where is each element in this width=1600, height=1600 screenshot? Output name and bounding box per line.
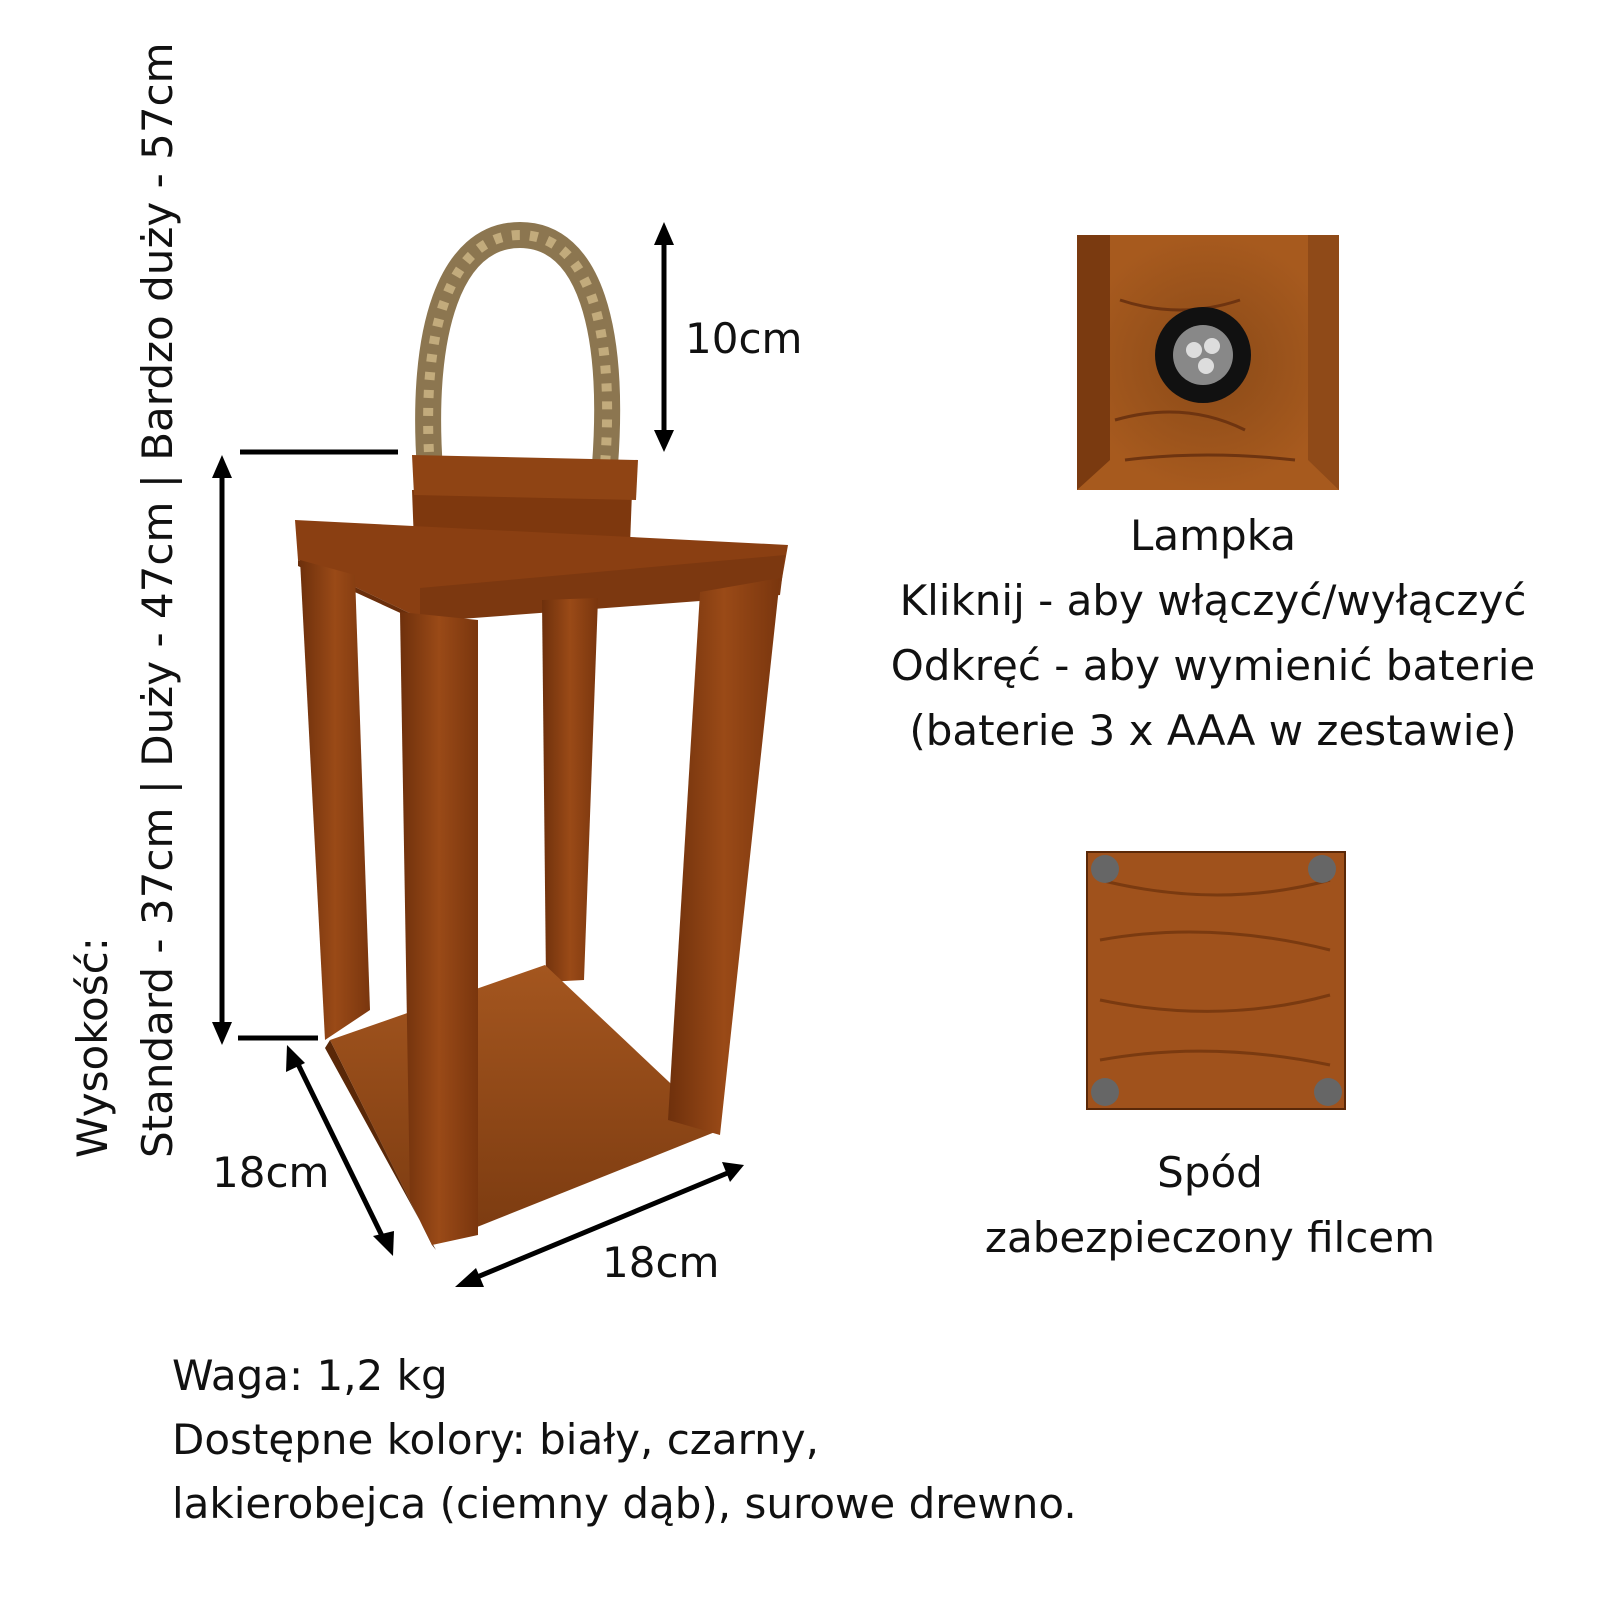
specs: Waga: 1,2 kg Dostępne kolory: biały, cza… xyxy=(172,1355,1077,1547)
height-label: Wysokość: xyxy=(68,937,117,1158)
colors-text-1: Dostępne kolory: biały, czarny, xyxy=(172,1415,819,1464)
lamp-photo xyxy=(1077,235,1339,490)
rope-handle xyxy=(415,221,621,471)
felt-pad xyxy=(1091,1078,1119,1106)
bottom-photo xyxy=(1086,851,1346,1110)
lamp-line-3: (baterie 3 x AAA w zestawie) xyxy=(909,706,1517,755)
weight-text: Waga: 1,2 kg xyxy=(172,1351,448,1400)
lantern xyxy=(295,455,788,1250)
width-dimension: 18cm xyxy=(602,1238,720,1287)
lamp-line-1: Kliknij - aby włączyć/wyłączyć xyxy=(899,576,1527,625)
depth-dimension: 18cm xyxy=(212,1148,330,1197)
felt-pad xyxy=(1308,855,1336,883)
lamp-line-2: Odkręć - aby wymienić baterie xyxy=(890,641,1536,690)
bottom-line-1: zabezpieczony filcem xyxy=(984,1213,1436,1262)
height-sizes: Standard - 37cm | Duży - 47cm | Bardzo d… xyxy=(133,42,182,1158)
felt-pad xyxy=(1091,855,1119,883)
handle-dimension: 10cm xyxy=(685,314,803,363)
dimension-arrows xyxy=(212,222,744,1287)
colors-text-2: lakierobejca (ciemny dąb), surowe drewno… xyxy=(172,1479,1077,1528)
lamp-description: Lampka Kliknij - aby włączyć/wyłączyć Od… xyxy=(870,515,1556,775)
felt-pad xyxy=(1314,1078,1342,1106)
bottom-title: Spód xyxy=(1157,1148,1263,1197)
lamp-title: Lampka xyxy=(1129,511,1297,560)
bottom-description: Spód zabezpieczony filcem xyxy=(900,1152,1520,1282)
